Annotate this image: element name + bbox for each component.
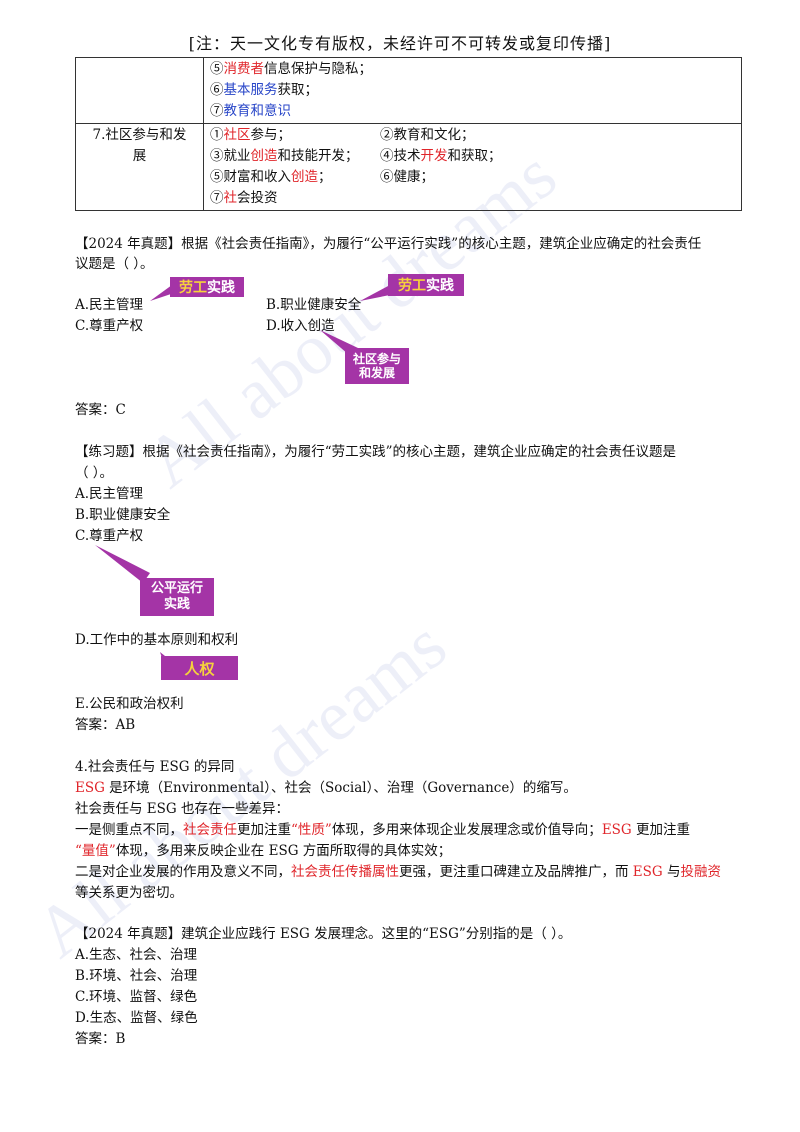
list-item: ⑦教育和意识 — [210, 103, 291, 119]
list-item: ④技术开发和获取； — [380, 148, 502, 164]
question-3-stem: 【2024 年真题】建筑企业应践行 ESG 发展理念。这里的“ESG”分别指的是… — [75, 926, 572, 942]
answer-3: 答案：B — [75, 1031, 126, 1047]
topic-table: ⑤消费者信息保护与隐私； ⑥基本服务获取； ⑦教育和意识 7.社区参与和发展 ①… — [75, 57, 742, 211]
paragraph-line: 社会责任与 ESG 也存在一些差异： — [75, 801, 289, 817]
option-a: A.民主管理 — [75, 297, 144, 313]
option-b: B.职业健康安全 — [75, 507, 171, 523]
list-item: ⑥基本服务获取； — [210, 82, 318, 98]
paragraph-line: 二是对企业发展的作用及意义不同，社会责任传播属性更强，更注重口碑建立及品牌推广，… — [75, 864, 721, 880]
option-c: C.尊重产权 — [75, 318, 144, 334]
list-item: ③就业创造和技能开发； — [210, 148, 359, 164]
table-cell-items: ①社区参与； ②教育和文化； ③就业创造和技能开发； ④技术开发和获取； ⑤财富… — [203, 123, 742, 211]
annotation-tag-labor-practice: 劳工实践 — [388, 274, 464, 296]
list-item: ⑤财富和收入创造； — [210, 169, 332, 185]
copyright-header: [注：天一文化专有版权，未经许可不可转发或复印传播] — [188, 34, 612, 53]
annotation-tag-labor-practice: 劳工实践 — [170, 277, 244, 297]
paragraph-line: 等关系更为密切。 — [75, 885, 183, 901]
paragraph-line: 一是侧重点不同，社会责任更加注重“性质”体现，多用来体现企业发展理念或价值导向；… — [75, 822, 690, 838]
annotation-tag-community: 社区参与和发展 — [345, 348, 409, 384]
option-b: B.环境、社会、治理 — [75, 968, 198, 984]
option-b: B.职业健康安全 — [266, 297, 362, 313]
option-d: D.收入创造 — [266, 318, 335, 334]
list-item: ⑥健康； — [380, 169, 434, 185]
option-d: D.生态、监督、绿色 — [75, 1010, 198, 1026]
annotation-tag-fair-practice: 公平运行实践 — [140, 578, 214, 616]
option-d: D.工作中的基本原则和权利 — [75, 632, 239, 648]
section-heading: 4.社会责任与 ESG 的异同 — [75, 759, 235, 775]
question-2-stem-cont: （ ）。 — [75, 465, 114, 481]
annotation-tag-human-rights: 人权 — [161, 656, 238, 680]
list-item: ②教育和文化； — [380, 127, 475, 143]
answer-1: 答案：C — [75, 402, 126, 418]
answer-2: 答案：AB — [75, 717, 136, 733]
option-a: A.生态、社会、治理 — [75, 947, 198, 963]
question-2-stem: 【练习题】根据《社会责任指南》，为履行“劳工实践”的核心主题，建筑企业应确定的社… — [75, 444, 677, 460]
option-c: C.尊重产权 — [75, 528, 144, 544]
option-e: E.公民和政治权利 — [75, 696, 184, 712]
table-row: ⑤消费者信息保护与隐私； ⑥基本服务获取； ⑦教育和意识 — [75, 57, 742, 124]
table-cell-topic: 7.社区参与和发展 — [75, 123, 204, 211]
paragraph-line: ESG 是环境（Environmental）、社会（Social）、治理（Gov… — [75, 780, 577, 796]
option-c: C.环境、监督、绿色 — [75, 989, 198, 1005]
table-cell-items: ⑤消费者信息保护与隐私； ⑥基本服务获取； ⑦教育和意识 — [203, 57, 742, 124]
table-cell-empty — [75, 57, 204, 124]
table-row: 7.社区参与和发展 ①社区参与； ②教育和文化； ③就业创造和技能开发； ④技术… — [75, 123, 742, 211]
list-item: ⑦社会投资 — [210, 190, 278, 206]
callout-pointer — [95, 545, 150, 583]
option-a: A.民主管理 — [75, 486, 144, 502]
paragraph-line: “量值”体现，多用来反映企业在 ESG 方面所取得的具体实效； — [75, 843, 452, 859]
list-item: ⑤消费者信息保护与隐私； — [210, 61, 372, 77]
question-1-stem: 【2024 年真题】根据《社会责任指南》，为履行“公平运行实践”的核心主题，建筑… — [75, 236, 702, 252]
list-item: ①社区参与； — [210, 127, 291, 143]
question-1-stem-cont: 议题是（ ）。 — [75, 256, 154, 272]
